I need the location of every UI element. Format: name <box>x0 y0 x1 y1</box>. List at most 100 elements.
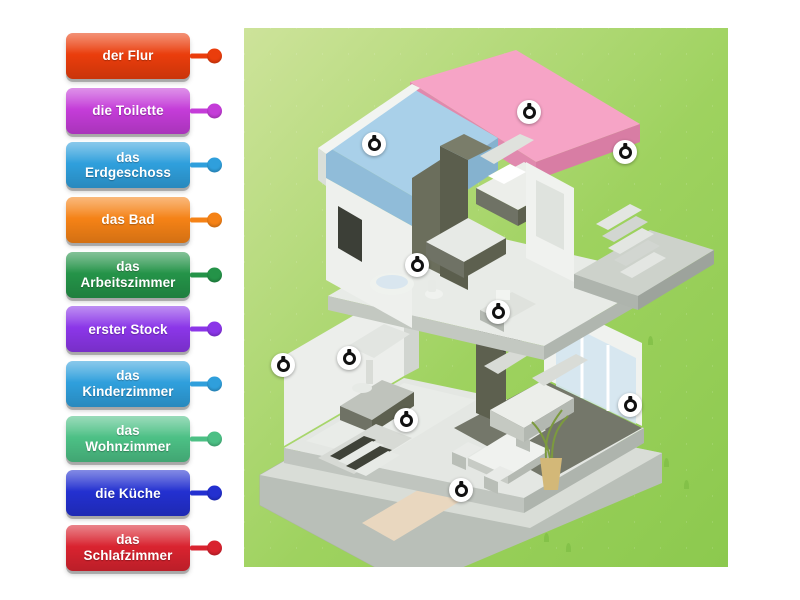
marker-ring-icon <box>454 483 468 497</box>
dining-chair <box>484 466 514 482</box>
sofa-front <box>490 410 524 442</box>
central-spine-wall <box>476 328 506 426</box>
label-connector <box>190 431 222 447</box>
marker-ring-icon <box>399 413 413 427</box>
bathroom-floor-edge <box>326 146 412 226</box>
connector-stem <box>190 272 210 278</box>
label-item[interactable]: die Toilette <box>66 87 236 134</box>
dining-chair <box>452 442 482 458</box>
upper-wall-right-panel <box>536 180 564 250</box>
label-box-das-wohnzimmer[interactable]: das Wohnzimmer <box>66 415 190 462</box>
plant-pot <box>540 458 562 490</box>
label-item[interactable]: das Kinderzimmer <box>66 360 236 407</box>
grass-tuft <box>684 480 689 489</box>
sofa-seat <box>490 382 574 428</box>
connector-dot[interactable] <box>207 431 222 447</box>
kitchen-counter-side <box>372 392 414 433</box>
marker-ring-icon <box>342 351 356 365</box>
label-item[interactable]: das Wohnzimmer <box>66 415 236 462</box>
kitchen-sink <box>352 383 372 393</box>
connector-dot[interactable] <box>207 267 222 283</box>
grass-tuft <box>664 458 669 467</box>
bed-base-front <box>476 188 518 226</box>
roof-pink-edge2 <box>536 124 640 180</box>
kitchen-faucet <box>366 360 373 384</box>
location-marker-3[interactable] <box>613 140 637 164</box>
connector-dot[interactable] <box>207 321 222 337</box>
label-connector <box>190 267 222 283</box>
marker-ring-icon <box>410 258 424 272</box>
label-item[interactable]: das Bad <box>66 196 236 243</box>
connector-dot[interactable] <box>207 485 222 501</box>
marker-ring-icon <box>491 305 505 319</box>
label-box-das-arbeitszimmer[interactable]: das Arbeitszimmer <box>66 251 190 298</box>
label-connector <box>190 157 222 173</box>
dining-chair-back <box>452 452 466 470</box>
label-box-das-bad[interactable]: das Bad <box>66 196 190 243</box>
marker-ring-icon <box>522 105 536 119</box>
location-marker-5[interactable] <box>486 300 510 324</box>
label-text: das Wohnzimmer <box>85 423 171 454</box>
label-text: erster Stock <box>88 321 168 337</box>
upper-spine-top <box>440 134 492 160</box>
location-marker-6[interactable] <box>271 353 295 377</box>
grass-tuft <box>566 543 571 552</box>
location-marker-8[interactable] <box>394 408 418 432</box>
label-connector <box>190 485 222 501</box>
bed2-mattress <box>426 218 506 262</box>
connector-stem <box>190 217 210 223</box>
bed-headboard <box>480 134 534 164</box>
bathroom-floor-blue <box>326 88 498 196</box>
label-connector <box>190 376 222 392</box>
bed2-base-side <box>464 238 506 278</box>
connector-stem <box>190 53 210 59</box>
label-box-das-kinderzimmer[interactable]: das Kinderzimmer <box>66 360 190 407</box>
roof-rim-left-edge <box>318 148 326 186</box>
connector-dot[interactable] <box>207 212 222 228</box>
label-box-die-kueche[interactable]: die Küche <box>66 470 190 517</box>
location-marker-1[interactable] <box>362 132 386 156</box>
label-connector <box>190 212 222 228</box>
label-item[interactable]: der Flur <box>66 33 236 79</box>
house-illustration[interactable] <box>244 28 728 567</box>
connector-dot[interactable] <box>207 157 222 173</box>
label-box-das-schlafzimmer[interactable]: das Schlafzimmer <box>66 524 190 571</box>
label-box-die-toilette[interactable]: die Toilette <box>66 87 190 134</box>
label-item[interactable]: erster Stock <box>66 306 236 353</box>
tv-console <box>484 348 530 374</box>
connector-dot[interactable] <box>207 376 222 392</box>
label-item[interactable]: das Schlafzimmer <box>66 524 236 571</box>
location-marker-2[interactable] <box>517 100 541 124</box>
connector-dot[interactable] <box>207 48 222 64</box>
dining-chair-back <box>484 476 498 494</box>
kitchen-counter-front <box>340 406 372 433</box>
label-text: das Schlafzimmer <box>83 532 173 563</box>
label-item[interactable]: das Arbeitszimmer <box>66 251 236 298</box>
connector-dot[interactable] <box>207 540 222 556</box>
label-text: der Flur <box>102 48 154 64</box>
roof-rim-left <box>318 84 420 154</box>
monitor <box>496 290 510 300</box>
label-box-erster-stock[interactable]: erster Stock <box>66 306 190 353</box>
location-marker-7[interactable] <box>337 346 361 370</box>
garden-path <box>362 483 462 541</box>
marker-ring-icon <box>618 145 632 159</box>
label-box-das-erdgeschoss[interactable]: das Erdgeschoss <box>66 142 190 189</box>
outdoor-stairs <box>596 204 666 278</box>
label-box-der-flur[interactable]: der Flur <box>66 33 190 79</box>
marker-ring-icon <box>623 398 637 412</box>
connector-dot[interactable] <box>207 103 222 119</box>
marker-ring-icon <box>367 137 381 151</box>
house-vector <box>259 50 714 567</box>
location-marker-10[interactable] <box>618 393 642 417</box>
grass-tuft <box>648 336 653 345</box>
label-connector <box>190 103 222 119</box>
label-text: das Bad <box>101 212 155 228</box>
label-item[interactable]: das Erdgeschoss <box>66 142 236 189</box>
label-item[interactable]: die Küche <box>66 470 236 517</box>
staircase-steps <box>330 436 400 476</box>
location-marker-4[interactable] <box>405 253 429 277</box>
label-text: das Arbeitszimmer <box>80 259 176 290</box>
location-marker-9[interactable] <box>449 478 473 502</box>
